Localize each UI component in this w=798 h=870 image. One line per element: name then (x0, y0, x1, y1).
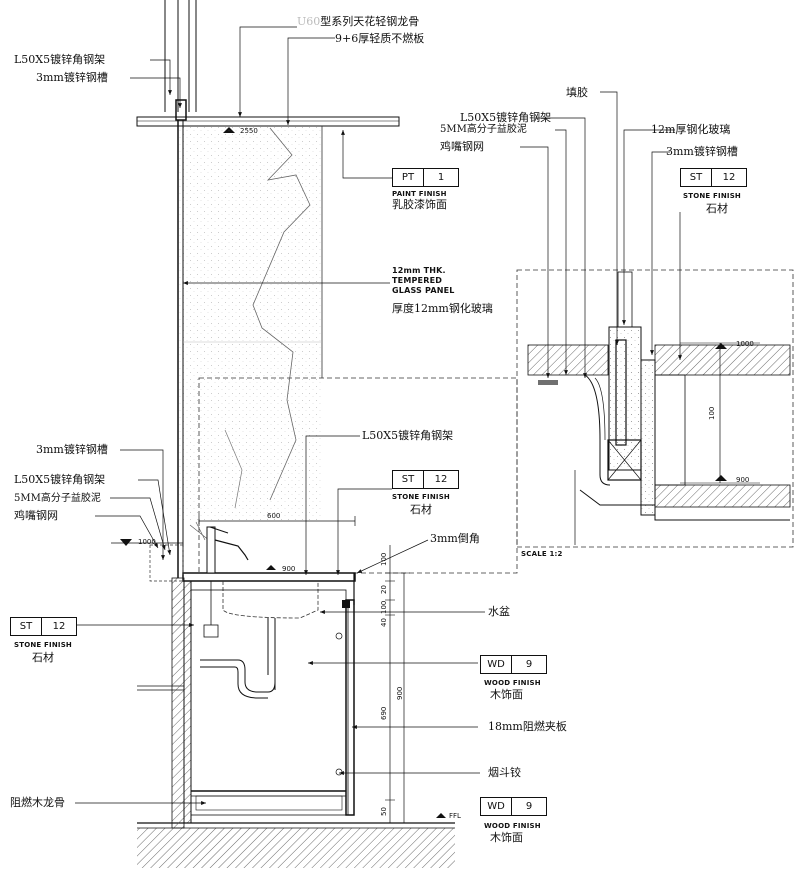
countertop (111, 521, 356, 605)
ffl-label: FFL (449, 812, 461, 820)
wd-bottom-tag: WD 9 (480, 797, 547, 816)
glass-panel-en-2: TEMPERED (392, 276, 443, 285)
st-mid-en: STONE FINISH (392, 493, 450, 501)
channel-detail-label: 3mm镀锌钢槽 (666, 145, 738, 158)
glass-panel (177, 120, 323, 578)
sealant-label: 填胶 (566, 86, 588, 99)
dimensions (198, 516, 410, 824)
mesh-detail-label: 鸡嘴钢网 (440, 140, 484, 153)
wd-mid-tag: WD 9 (480, 655, 547, 674)
detail-level-900: 900 (736, 476, 750, 484)
pt1-en: PAINT FINISH (392, 190, 447, 198)
dim-50: 50 (380, 807, 388, 816)
detail-callout-outline (198, 377, 518, 574)
basin-label: 水盆 (488, 605, 510, 618)
putty-left-label: 5MM高分子益胶泥 (14, 493, 101, 504)
chamfer-label: 3mm倒角 (430, 532, 480, 545)
gypsum-board-label: 9+6厚轻质不燃板 (335, 32, 425, 45)
cabinet (137, 580, 355, 824)
faucet (206, 526, 249, 574)
pt1-tag: PT 1 (392, 168, 459, 187)
basin (200, 581, 319, 699)
level-900: 900 (282, 565, 296, 573)
wd-mid-en: WOOD FINISH (484, 679, 541, 687)
mesh-left-label: 鸡嘴钢网 (14, 509, 58, 522)
st-left-tag: ST 12 (10, 617, 77, 636)
ceiling-keel-label: U60型系列天花轻钢龙骨 (297, 15, 420, 28)
st-left-cn: 石材 (32, 651, 54, 664)
wd-bottom-en: WOOD FINISH (484, 822, 541, 830)
dim-40: 40 (380, 618, 388, 627)
glass-panel-cn: 厚度12mm钢化玻璃 (392, 302, 493, 315)
dim-690: 690 (380, 706, 388, 720)
detail-leader-lines (520, 91, 682, 378)
wd-mid-cn: 木饰面 (490, 688, 523, 701)
plywood-label: 18mm阻燃夹板 (488, 720, 567, 733)
dim-900: 900 (396, 686, 404, 700)
hinge-label: 烟斗铰 (488, 766, 521, 779)
wd-bottom-cn: 木饰面 (490, 831, 523, 844)
detail-level-1000: 1000 (736, 340, 754, 348)
angle-frame-left-label: L50X5镀锌角钢架 (14, 473, 106, 486)
st-mid-cn: 石材 (410, 503, 432, 516)
angle-frame-mid-label: L50X5镀锌角钢架 (362, 429, 454, 442)
dim-20: 20 (380, 585, 388, 594)
glass-detail-label: 12m厚钢化玻璃 (651, 123, 731, 136)
leader-lines (75, 26, 485, 805)
channel-left-label: 3mm镀锌钢槽 (36, 443, 108, 456)
putty-detail-label: 5MM高分子益胶泥 (440, 124, 527, 135)
floor (137, 577, 455, 868)
st-mid-tag: ST 12 (392, 470, 459, 489)
angle-frame-top-label: L50X5镀锌角钢架 (14, 53, 106, 66)
level-1000: 1000 (138, 538, 156, 546)
pt1-cn: 乳胶漆饰面 (392, 198, 447, 211)
st-detail-cn: 石材 (706, 202, 728, 215)
wood-keel-label: 阻燃木龙骨 (10, 796, 65, 809)
dim-100-a: 100 (380, 552, 388, 566)
detail-panel (516, 269, 794, 548)
detail-dim-100: 100 (708, 406, 716, 420)
channel-top-label: 3mm镀锌钢槽 (36, 71, 108, 84)
glass-panel-en-1: 12mm THK. (392, 266, 446, 275)
upper-wall (164, 0, 197, 121)
scale-label: SCALE 1:2 (521, 550, 563, 558)
st-left-en: STONE FINISH (14, 641, 72, 649)
angle-frame-detail-label: L50X5镀锌角钢架 (460, 111, 552, 124)
st-detail-tag: ST 12 (680, 168, 747, 187)
ceiling-level: 2550 (240, 127, 258, 135)
st-detail-en: STONE FINISH (683, 192, 741, 200)
dim-100-b: 100 (380, 600, 388, 614)
dim-600: 600 (267, 512, 281, 520)
glass-panel-en-3: GLASS PANEL (392, 286, 455, 295)
